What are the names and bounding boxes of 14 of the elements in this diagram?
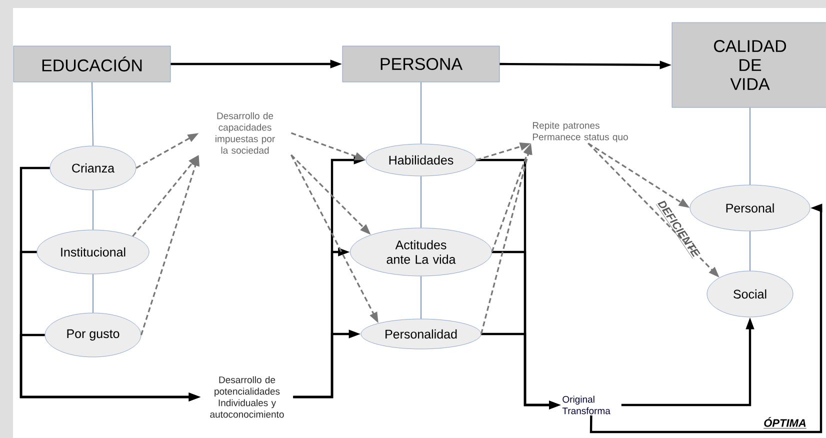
concept-box: CALIDAD DE VIDA bbox=[672, 22, 826, 108]
connector-line bbox=[92, 274, 94, 314]
note-text: Original Transforma bbox=[562, 396, 610, 414]
connector-line bbox=[420, 82, 422, 144]
concept-box: EDUCACIÓN bbox=[13, 46, 171, 82]
edge-label: ÓPTIMA bbox=[762, 416, 808, 430]
concept-box: PERSONA bbox=[342, 46, 500, 82]
note-text: Desarrollo de capacidades impuestas por la sociedad bbox=[216, 112, 275, 154]
connector-line bbox=[420, 176, 422, 228]
note-text: Desarrollo de potencialidades Individuales y autoconocimiento bbox=[210, 376, 284, 418]
note-text: Repite patrones Permanece status quo bbox=[533, 122, 628, 142]
connector-line bbox=[92, 190, 94, 230]
connector-line bbox=[92, 82, 94, 146]
connector-line bbox=[420, 276, 422, 320]
